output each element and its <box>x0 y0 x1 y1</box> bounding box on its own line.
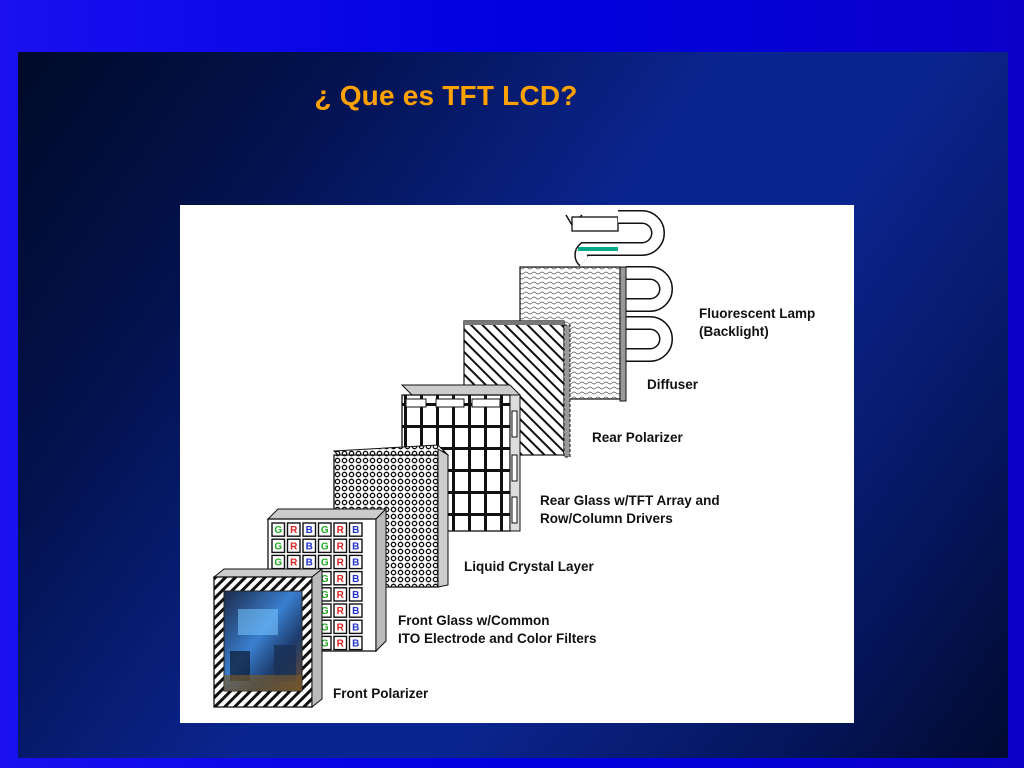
color-filter-letter: B <box>352 590 359 601</box>
color-filter-cell <box>348 587 363 602</box>
color-filter-cell <box>348 554 363 570</box>
color-filter-cell <box>348 603 363 618</box>
color-filter-cell <box>317 554 332 570</box>
color-filter-cell <box>302 538 317 554</box>
color-filter-letter: R <box>337 541 345 552</box>
color-filter-letter: R <box>337 590 345 601</box>
label-diffuser: Diffuser <box>647 377 699 392</box>
color-filter-letter: B <box>352 541 359 552</box>
color-filter-letter: G <box>274 525 282 536</box>
color-filter-cell <box>348 635 363 651</box>
color-filter-letter: R <box>290 541 298 552</box>
color-filter-letter: R <box>337 558 345 569</box>
label-rear-polarizer: Rear Polarizer <box>592 430 683 445</box>
color-filter-letter: B <box>352 606 359 617</box>
color-filter-letter: G <box>321 525 329 536</box>
color-filter-letter: G <box>321 639 329 650</box>
color-filter-cell <box>333 554 348 570</box>
color-filter-cell <box>333 619 348 635</box>
label-front-glass: Front Glass w/Common <box>398 613 550 628</box>
label-ito-color-filters: ITO Electrode and Color Filters <box>398 631 597 646</box>
color-filter-cell <box>333 570 348 586</box>
color-filter-letter: G <box>321 606 329 617</box>
front-polarizer-layer <box>212 567 324 709</box>
color-filter-letter: B <box>352 558 359 569</box>
color-filter-letter: G <box>321 574 329 585</box>
color-filter-cell <box>286 522 301 537</box>
color-filter-letter: R <box>290 558 298 569</box>
color-filter-letter: R <box>337 574 345 585</box>
color-filter-letter: B <box>352 574 359 585</box>
slide-title: ¿ Que es TFT LCD? <box>314 80 578 111</box>
color-filter-letter: G <box>321 590 329 601</box>
color-filter-cell <box>333 538 348 554</box>
color-filter-cell <box>348 570 363 586</box>
layer-stack-illustration: GRBGRBGRBGRBGRBGRBGRBGRBGRBGRBGRBGRBGRBG… <box>212 210 673 709</box>
color-filter-cell <box>317 538 332 554</box>
color-filter-cell <box>333 603 348 618</box>
color-filter-letter: R <box>337 622 345 633</box>
color-filter-cell <box>348 538 363 554</box>
color-filter-letter: R <box>337 639 345 650</box>
color-filter-letter: B <box>352 639 359 650</box>
color-filter-cell <box>333 635 348 651</box>
color-filter-letter: R <box>337 606 345 617</box>
color-filter-letter: G <box>274 541 282 552</box>
label-row-column-drivers: Row/Column Drivers <box>540 511 673 526</box>
color-filter-letter: G <box>321 622 329 633</box>
color-filter-cell <box>271 538 286 554</box>
label-front-polarizer: Front Polarizer <box>333 686 429 701</box>
label-fluorescent-lamp: Fluorescent Lamp <box>699 306 816 321</box>
color-filter-cell <box>302 522 317 537</box>
color-filter-cell <box>271 522 286 537</box>
color-filter-cell <box>333 522 348 537</box>
label-rear-glass: Rear Glass w/TFT Array and <box>540 493 720 508</box>
color-filter-letter: B <box>306 525 313 536</box>
color-filter-cell <box>317 522 332 537</box>
color-filter-letter: B <box>352 525 359 536</box>
color-filter-letter: R <box>337 525 345 536</box>
color-filter-cell <box>286 538 301 554</box>
label-backlight: (Backlight) <box>699 324 769 339</box>
color-filter-letter: G <box>274 558 282 569</box>
color-filter-cell <box>348 619 363 635</box>
color-filter-letter: B <box>352 622 359 633</box>
color-filter-letter: G <box>321 558 329 569</box>
color-filter-cell <box>333 587 348 602</box>
tft-lcd-layer-diagram: GRBGRBGRBGRBGRBGRBGRBGRBGRBGRBGRBGRBGRBG… <box>180 205 854 723</box>
fluorescent-lamp <box>565 210 673 362</box>
label-liquid-crystal: Liquid Crystal Layer <box>464 559 594 574</box>
color-filter-letter: B <box>306 541 313 552</box>
color-filter-cell <box>348 522 363 537</box>
color-filter-letter: G <box>321 541 329 552</box>
color-filter-letter: B <box>306 558 313 569</box>
color-filter-letter: R <box>290 525 298 536</box>
